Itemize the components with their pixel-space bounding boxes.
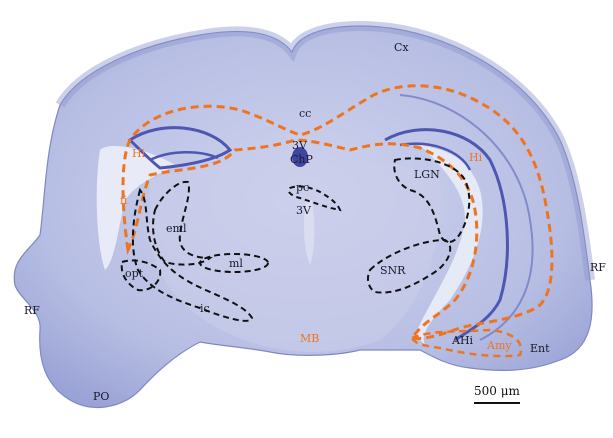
- pc-outline: [287, 185, 342, 212]
- label-lgn: LGN: [414, 168, 440, 181]
- label-snr: SNR: [380, 264, 406, 277]
- cortex-layer-right: [399, 94, 534, 341]
- lgn-outline: [393, 157, 471, 243]
- label-rf-left: RF: [24, 304, 40, 317]
- label-ent: Ent: [530, 342, 550, 355]
- eml-outline: [152, 180, 213, 266]
- label-cx: Cx: [394, 41, 409, 54]
- opt-outline: [120, 259, 162, 292]
- lateral-ventricle-right: [415, 145, 483, 345]
- snr-outline: [366, 238, 452, 294]
- cortex-rim: [55, 21, 595, 281]
- label-mb: MB: [300, 332, 320, 345]
- hippocampus-outline: [121, 84, 554, 340]
- amygdala-outline: [410, 328, 523, 358]
- scalebar-label: 500 μm: [474, 384, 520, 398]
- label-po: PO: [93, 390, 110, 403]
- hippocampus-layer-right: [384, 128, 509, 342]
- label-opt: opt: [125, 267, 144, 280]
- label-3v-mid: 3V: [296, 204, 311, 217]
- label-rf-right: RF: [590, 261, 606, 274]
- choroid-plexus: [292, 147, 308, 167]
- lateral-ventricle-left: [96, 145, 175, 270]
- hippocampus-layer-left: [127, 126, 233, 170]
- label-hi-right: Hi: [469, 151, 483, 164]
- label-ic: ic: [200, 302, 210, 315]
- ml-outline: [199, 253, 269, 273]
- midbrain-region: [150, 158, 441, 352]
- hippocampus-layer-right-inner: [399, 142, 472, 171]
- opt-ic-outline: [131, 187, 254, 322]
- label-ahi: AHi: [452, 334, 474, 347]
- label-fi: fi: [120, 194, 128, 207]
- label-hi-left: Hi: [132, 147, 146, 160]
- label-ml: ml: [229, 257, 243, 270]
- label-cc: cc: [299, 107, 312, 120]
- label-chp: ChP: [290, 153, 313, 166]
- label-3v-top: 3V: [292, 139, 307, 152]
- label-pc: pc: [296, 181, 310, 194]
- hippocampus-layer-left-inner: [149, 150, 219, 162]
- label-eml: eml: [166, 222, 187, 235]
- label-amy: Amy: [487, 339, 512, 352]
